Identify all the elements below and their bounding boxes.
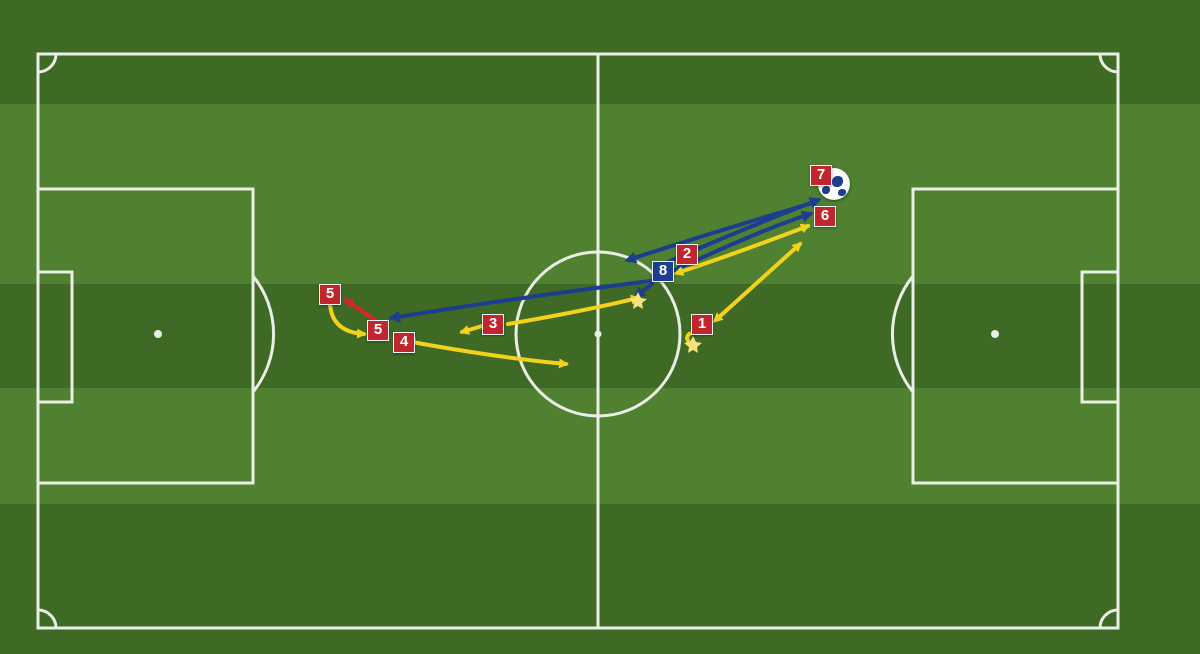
marker-2: 2	[676, 244, 698, 265]
dribble-arrow	[343, 298, 380, 324]
marker-6: 6	[814, 206, 836, 227]
centre-circle	[514, 250, 682, 418]
marker-1: 1	[691, 314, 713, 335]
pass-arrow	[328, 302, 367, 339]
centre-spot	[594, 330, 602, 338]
marker-7: 7	[810, 165, 832, 186]
marker-5: 5	[367, 320, 389, 341]
action-marks	[629, 292, 702, 353]
right-goal-area	[1080, 270, 1120, 404]
pitch-lines	[36, 52, 1120, 630]
star-icon	[629, 292, 647, 309]
marker-4: 4	[393, 332, 415, 353]
marker-8: 8	[652, 261, 674, 282]
marker-3: 3	[482, 314, 504, 335]
left-goal-area	[36, 270, 74, 404]
run-arrow	[388, 278, 660, 323]
corner-arc-bottom-left	[37, 608, 58, 629]
pass-arrow	[506, 294, 641, 326]
corner-arc-top-left	[37, 53, 58, 74]
pass-arrow	[459, 324, 484, 335]
pass-arrow	[405, 337, 569, 369]
marker-5-start: 5	[319, 284, 341, 305]
right-penalty-spot	[991, 330, 999, 338]
yellow-passes	[328, 223, 811, 369]
left-penalty-spot	[154, 330, 162, 338]
left-penalty-arc	[251, 275, 276, 393]
right-penalty-arc	[890, 275, 915, 393]
pass-arrow	[673, 223, 811, 276]
corner-arc-bottom-right	[1098, 608, 1119, 629]
pitch-spots	[154, 330, 999, 338]
red-dribble	[343, 298, 380, 324]
star-icon	[684, 336, 702, 353]
corner-arc-top-right	[1098, 53, 1119, 74]
